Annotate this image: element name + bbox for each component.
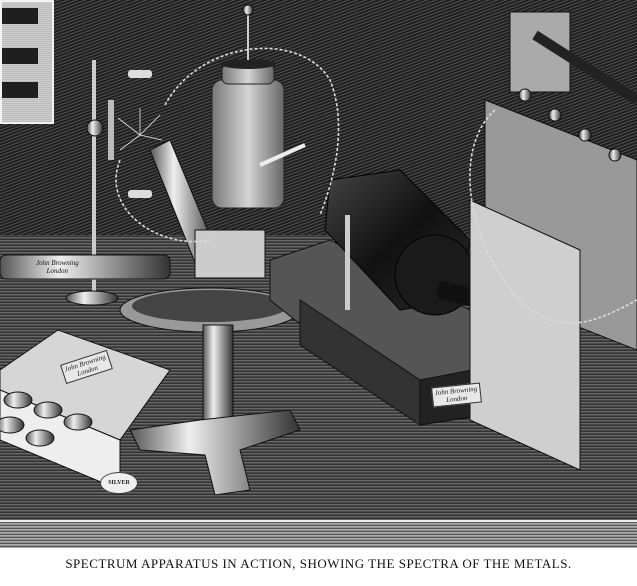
leyden-jar [211, 4, 306, 209]
spectra-chart-board [0, 0, 54, 124]
spectroscope [0, 139, 301, 496]
coiled-wires [115, 47, 637, 324]
spectrum-band [2, 8, 38, 24]
spectrum-band [2, 48, 38, 64]
maker-name: John Browning [36, 259, 79, 267]
engraving-plate: John Browning London John Browning Londo… [0, 0, 637, 548]
telescope-maker-label: John Browning London [34, 258, 81, 276]
battery-cells [469, 11, 637, 471]
spark-stand [65, 60, 163, 306]
figure-caption: SPECTRUM APPARATUS IN ACTION, SHOWING TH… [65, 556, 572, 571]
table-edge [0, 520, 637, 548]
maker-city: London [46, 267, 69, 275]
apparatus-drawing [0, 4, 637, 496]
spectrum-band [2, 82, 38, 98]
silver-sample-cap: SILVER [100, 472, 138, 494]
specimen-box [0, 329, 171, 491]
